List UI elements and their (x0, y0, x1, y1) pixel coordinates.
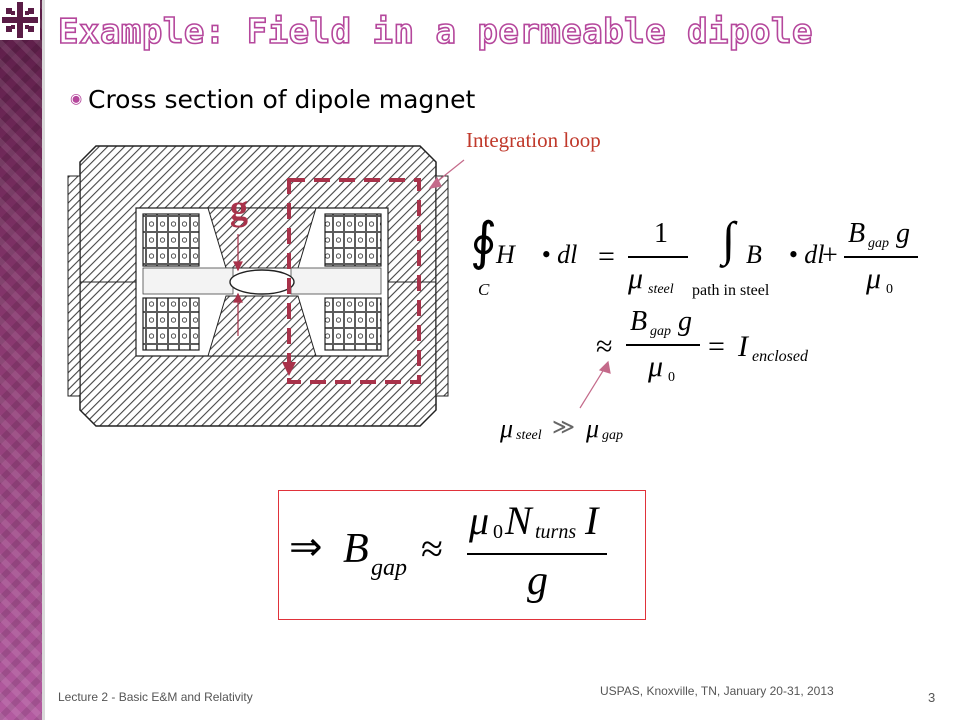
mu-steel-cond-sub: steel (516, 428, 542, 443)
b-gap-num: B (848, 218, 866, 249)
sidebar-divider (42, 0, 45, 720)
current-result: I (585, 498, 599, 543)
b-gap-num-2: B (630, 306, 648, 337)
n-turns-sub: turns (535, 521, 577, 543)
mu-zero-result: μ (469, 498, 490, 543)
fraction-bar-1 (628, 256, 688, 258)
fermilab-logo (0, 0, 40, 40)
integration-loop (282, 178, 421, 384)
result-equation-box: ⇒ B gap ≈ μ 0 N turns I g (278, 490, 646, 620)
fraction-bar-3 (626, 344, 700, 346)
b-result: B (343, 526, 369, 572)
mu-zero-den-sub: 0 (886, 282, 893, 297)
mu-zero-den: μ (866, 262, 882, 295)
mu-zero-den-2: μ (648, 350, 664, 383)
g-num: g (896, 218, 910, 249)
mu-gap-cond: μ (586, 414, 600, 443)
mu-steel: μ (628, 262, 644, 295)
much-greater-sign: ≫ (552, 414, 576, 439)
g-num-2: g (678, 306, 692, 337)
slide-title: Example: Field in a permeable dipole (57, 11, 813, 53)
g-result-den: g (527, 558, 548, 604)
equals-sign-1: = (598, 240, 615, 273)
gap-label: g (230, 188, 248, 228)
mu-zero-result-sub: 0 (493, 521, 503, 543)
b-dot-dl: B⃗ • dl⃗ (746, 240, 845, 269)
dipole-cross-section-diagram: g (67, 145, 449, 427)
mu-steel-sub: steel (648, 282, 674, 297)
fraction-bar-result (467, 553, 607, 555)
gap-arrows (233, 234, 243, 336)
page-number: 3 (928, 690, 936, 705)
b-gap-num-2-sub: gap (650, 324, 671, 339)
current-i-sub: enclosed (752, 348, 808, 365)
plus-sign: + (822, 240, 838, 271)
approx-sign: ≈ (596, 330, 613, 363)
fraction-bar-2 (844, 256, 918, 258)
integration-loop-label: Integration loop (466, 128, 601, 152)
bullet-text: Cross section of dipole magnet (88, 84, 476, 114)
sidebar-stripe (0, 0, 42, 720)
coil-blocks (142, 213, 382, 351)
b-result-sub: gap (371, 555, 407, 581)
bullet-icon: ◉ (70, 91, 83, 107)
integral-symbol: ∫ (722, 213, 736, 266)
mu-zero-den-2-sub: 0 (668, 370, 675, 385)
fraction-numerator-one: 1 (654, 218, 668, 249)
b-gap-num-sub: gap (868, 236, 889, 251)
n-turns: N (505, 498, 532, 543)
footer-venue: USPAS, Knoxville, TN, January 20-31, 201… (600, 684, 834, 698)
mu-steel-cond: μ (500, 414, 514, 443)
mu-gap-cond-sub: gap (602, 428, 623, 443)
equals-sign-2: = (708, 330, 725, 363)
beam-pipe (229, 269, 295, 295)
implies-arrow: ⇒ (289, 524, 323, 569)
h-dot-dl: H⃗ • dl⃗ (496, 240, 598, 269)
approx-result: ≈ (421, 526, 443, 571)
contour-subscript: C (478, 280, 490, 299)
bullet-item: ◉ Cross section of dipole magnet (70, 82, 475, 116)
current-i: I (738, 330, 748, 363)
contour-integral-symbol: ∮ (470, 214, 498, 271)
path-subscript: path in steel (692, 282, 770, 299)
footer-lecture: Lecture 2 - Basic E&M and Relativity (58, 690, 253, 704)
